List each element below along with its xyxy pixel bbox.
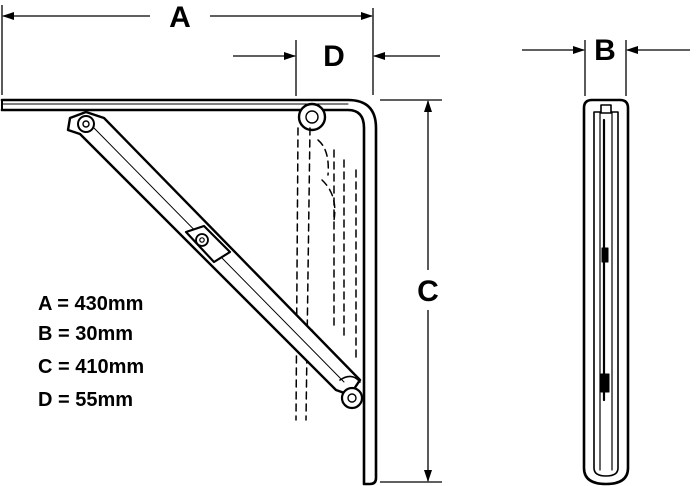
strut-upper-pin-inner	[82, 120, 90, 128]
top-pivot-inner	[305, 110, 319, 124]
dimension-a: A	[1, 1, 374, 95]
dimension-d: D	[233, 40, 440, 96]
legend-line-d: D = 55mm	[38, 389, 133, 411]
dim-d-label: D	[323, 40, 345, 73]
strut-slider-block	[184, 224, 232, 264]
slider-pin	[195, 233, 209, 247]
dim-b-label: B	[594, 34, 616, 67]
dimension-c: C	[380, 99, 442, 483]
front-view-lower-pin	[600, 373, 610, 393]
lower-pivot	[340, 386, 364, 410]
front-view-outline	[582, 98, 630, 486]
front-view-slider	[601, 247, 609, 263]
dimension-legend: A = 430mm B = 30mm C = 410mm D = 55mm	[38, 293, 144, 411]
lower-hinge-curve	[339, 375, 361, 383]
front-view-top-cap	[600, 104, 612, 114]
bracket-side-view	[0, 98, 378, 486]
legend-line-b: B = 30mm	[38, 323, 133, 345]
bracket-front-view	[582, 98, 630, 486]
top-pivot	[297, 102, 327, 132]
dimension-b: B	[522, 34, 690, 96]
dim-a-label: A	[169, 1, 191, 34]
legend-line-c: C = 410mm	[38, 356, 144, 378]
slider-pin-inner	[199, 237, 205, 243]
lower-pivot-inner	[347, 393, 357, 403]
front-view-inner-channel	[593, 111, 619, 477]
bracket-outline	[0, 98, 378, 486]
strut-upper-pin	[77, 115, 95, 133]
legend-line-a: A = 430mm	[38, 293, 143, 315]
dim-c-label: C	[417, 275, 439, 308]
